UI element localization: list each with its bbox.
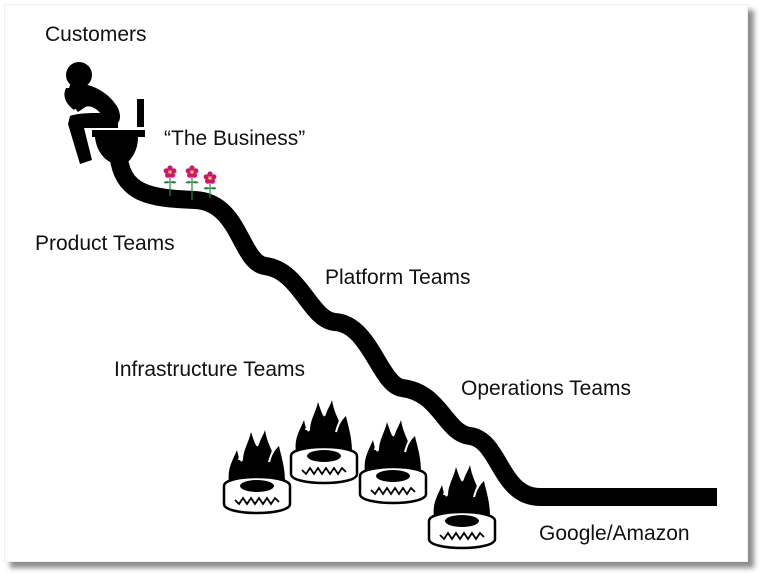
burning-tire-icon xyxy=(289,398,359,485)
sewer-pipe xyxy=(109,149,717,506)
flower-icon xyxy=(185,165,199,200)
toilet-icon xyxy=(92,99,145,162)
thinking-person-icon xyxy=(64,62,120,164)
label-product-teams: Product Teams xyxy=(35,232,175,255)
burning-tire-icon xyxy=(427,463,497,550)
label-operations-teams: Operations Teams xyxy=(461,377,632,400)
label-google-amazon: Google/Amazon xyxy=(539,522,690,545)
flower-icon xyxy=(163,165,177,196)
label-infrastructure-teams: Infrastructure Teams xyxy=(114,358,306,381)
flowers xyxy=(163,165,217,200)
burning-tire-icon xyxy=(222,428,292,515)
flower-icon xyxy=(203,171,217,198)
label-the-business: “The Business” xyxy=(164,127,306,150)
label-customers: Customers xyxy=(45,23,147,46)
label-platform-teams: Platform Teams xyxy=(325,266,471,289)
burning-tire-icon xyxy=(358,418,428,505)
